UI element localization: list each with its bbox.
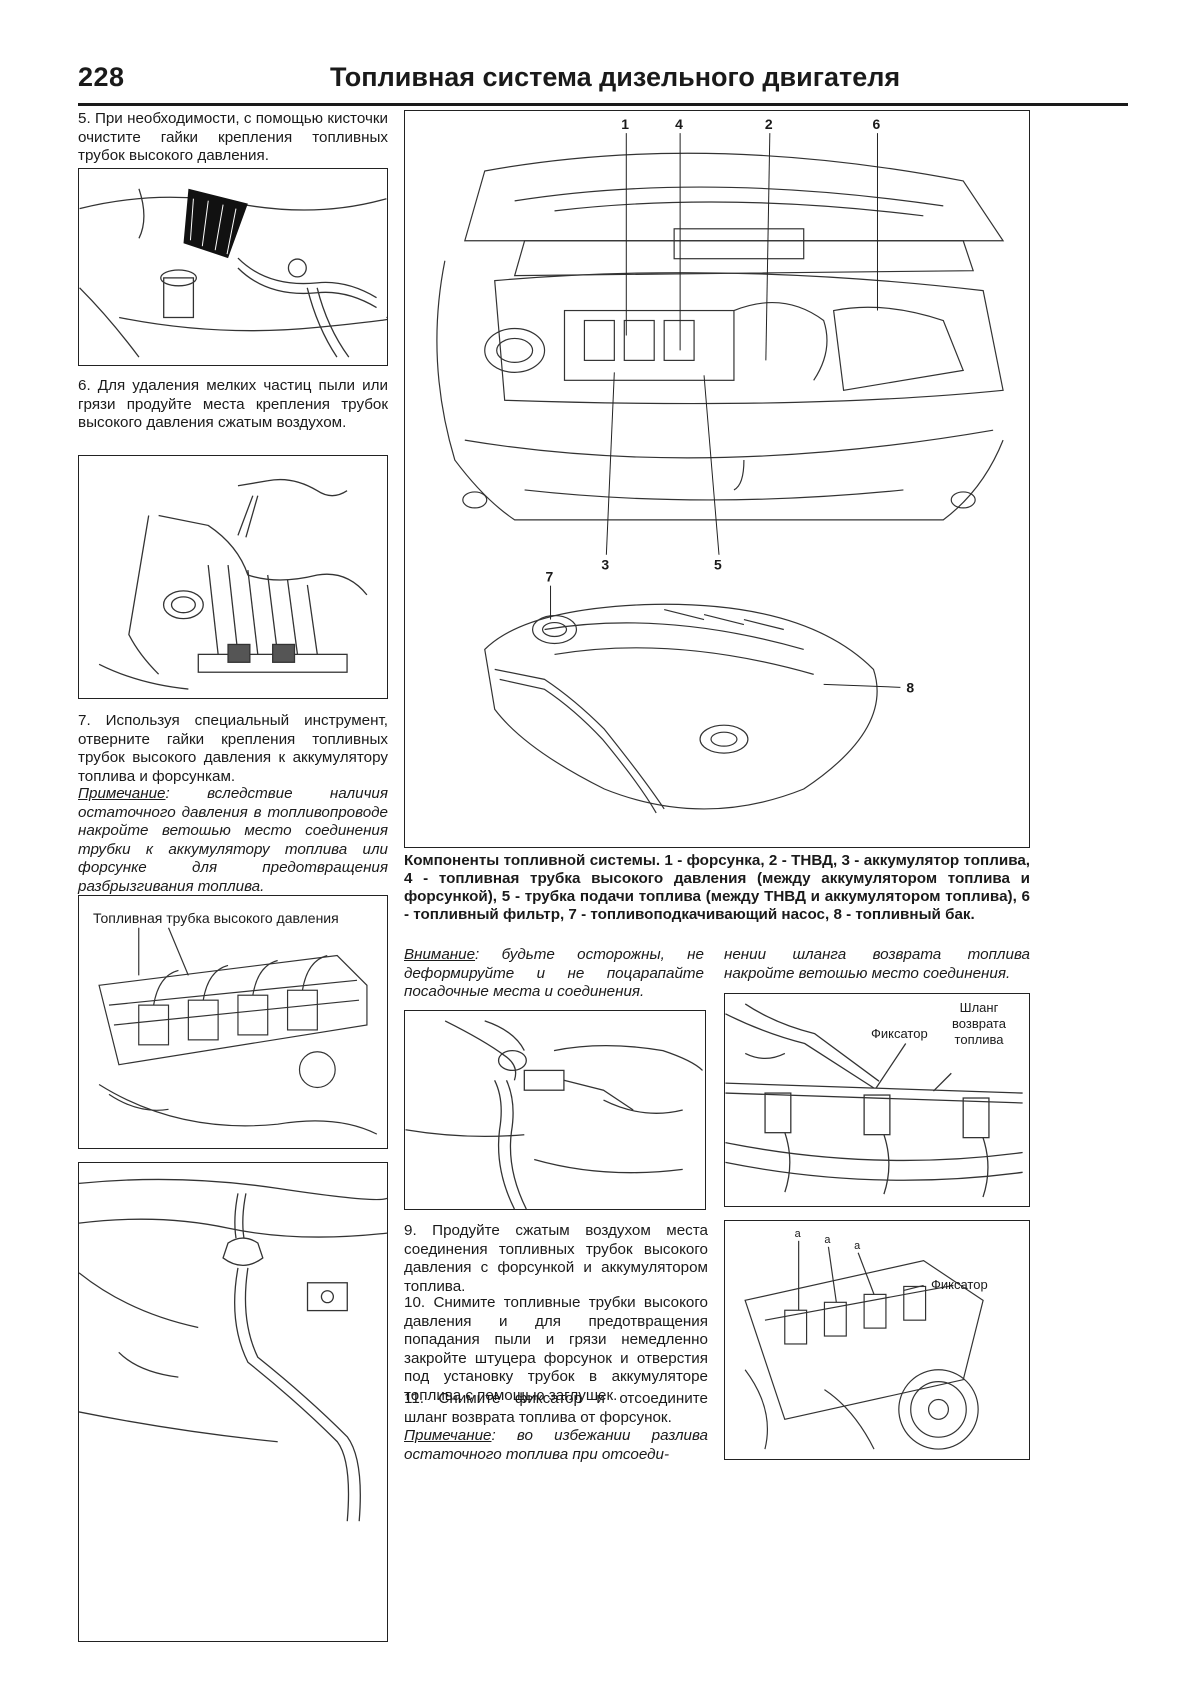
note-7-label: Примечание [78, 785, 166, 802]
figure-high-pressure-pipe: Топливная трубка высокого давления [78, 895, 388, 1149]
return-hose-label-line3: топлива [954, 1032, 1004, 1047]
figure-clip-location: a a a Фиксатор [724, 1220, 1030, 1460]
svg-text:a: a [854, 1240, 861, 1252]
step-11-text: 11. Снимите фиксатор и отсоедините шланг… [404, 1390, 708, 1426]
note-7: Примечание: вследствие наличия остаточно… [78, 785, 388, 896]
return-hose-label-line2: возврата [952, 1016, 1006, 1031]
note-11-label: Примечание [404, 1427, 492, 1444]
return-hose-label-line1: Шланг [959, 1000, 999, 1015]
note-11-text: : во избежании разлива остаточного топли… [404, 1427, 708, 1463]
figure-nut-slide [78, 1162, 388, 1642]
header-rule [78, 103, 1128, 106]
figure-brush-cleaning [78, 168, 388, 366]
step-5-text: 5. При необходимости, с помощью кисточки… [78, 110, 388, 164]
note-11: Примечание: во избежании разлива остаточ… [404, 1427, 708, 1464]
clip-location-illustration: a a a [744, 1228, 984, 1450]
pipe-illustration [98, 927, 378, 1135]
callout-1: 1 [621, 116, 629, 132]
callout-7: 7 [546, 569, 554, 585]
page-number: 228 [78, 62, 125, 92]
high-pressure-pipe-label: Топливная трубка высокого давления [93, 910, 339, 926]
callout-2: 2 [765, 116, 773, 132]
nut-illustration [79, 1178, 387, 1522]
callout-8: 8 [906, 679, 914, 695]
warning-text: : будьте осторожны, не деформируйте и не… [404, 946, 704, 1000]
step-6-text: 6. Для удаления мелких частиц пыли или г… [78, 377, 388, 431]
page-title: Топливная система дизельного двигателя [330, 62, 901, 92]
svg-text:a: a [795, 1228, 802, 1240]
warning-label: Внимание [404, 946, 476, 963]
right-continued-note: нении шланга возврата топлива накройте в… [724, 946, 1030, 982]
callout-4: 4 [675, 116, 683, 132]
clip-label-b: Фиксатор [931, 1277, 988, 1292]
callout-6: 6 [873, 116, 881, 132]
step-10-text: 10. Снимите топливные трубки высокого да… [404, 1294, 708, 1404]
main-figure-caption: Компоненты топливной системы. 1 - форсун… [404, 852, 1030, 923]
figure-pipe-disconnect [404, 1010, 706, 1210]
return-hose-illustration [725, 1003, 1023, 1198]
note-7-text: : вследствие наличия остаточного давлени… [78, 785, 388, 895]
figure-return-hose: Фиксатор Шланг возврата топлива [724, 993, 1030, 1207]
svg-text:a: a [824, 1234, 831, 1246]
step-9-text: 9. Продуйте сжатым воздухом места соедин… [404, 1222, 708, 1295]
figure-air-blowing [78, 455, 388, 699]
brush-illustration [79, 188, 387, 358]
callout-3: 3 [601, 557, 609, 573]
air-gun-illustration [98, 478, 368, 690]
engine-bay-illustration: 1 4 2 6 3 5 7 8 [436, 116, 1005, 814]
figure-fuel-system-components: 1 4 2 6 3 5 7 8 [404, 110, 1030, 848]
callout-5: 5 [714, 557, 722, 573]
warning-note: Внимание: будьте осторожны, не деформиру… [404, 946, 704, 1002]
step-7-text: 7. Используя специальный инструмент, отв… [78, 712, 388, 785]
clip-label-a: Фиксатор [871, 1026, 928, 1041]
hand-pipe-illustration [405, 1020, 703, 1209]
